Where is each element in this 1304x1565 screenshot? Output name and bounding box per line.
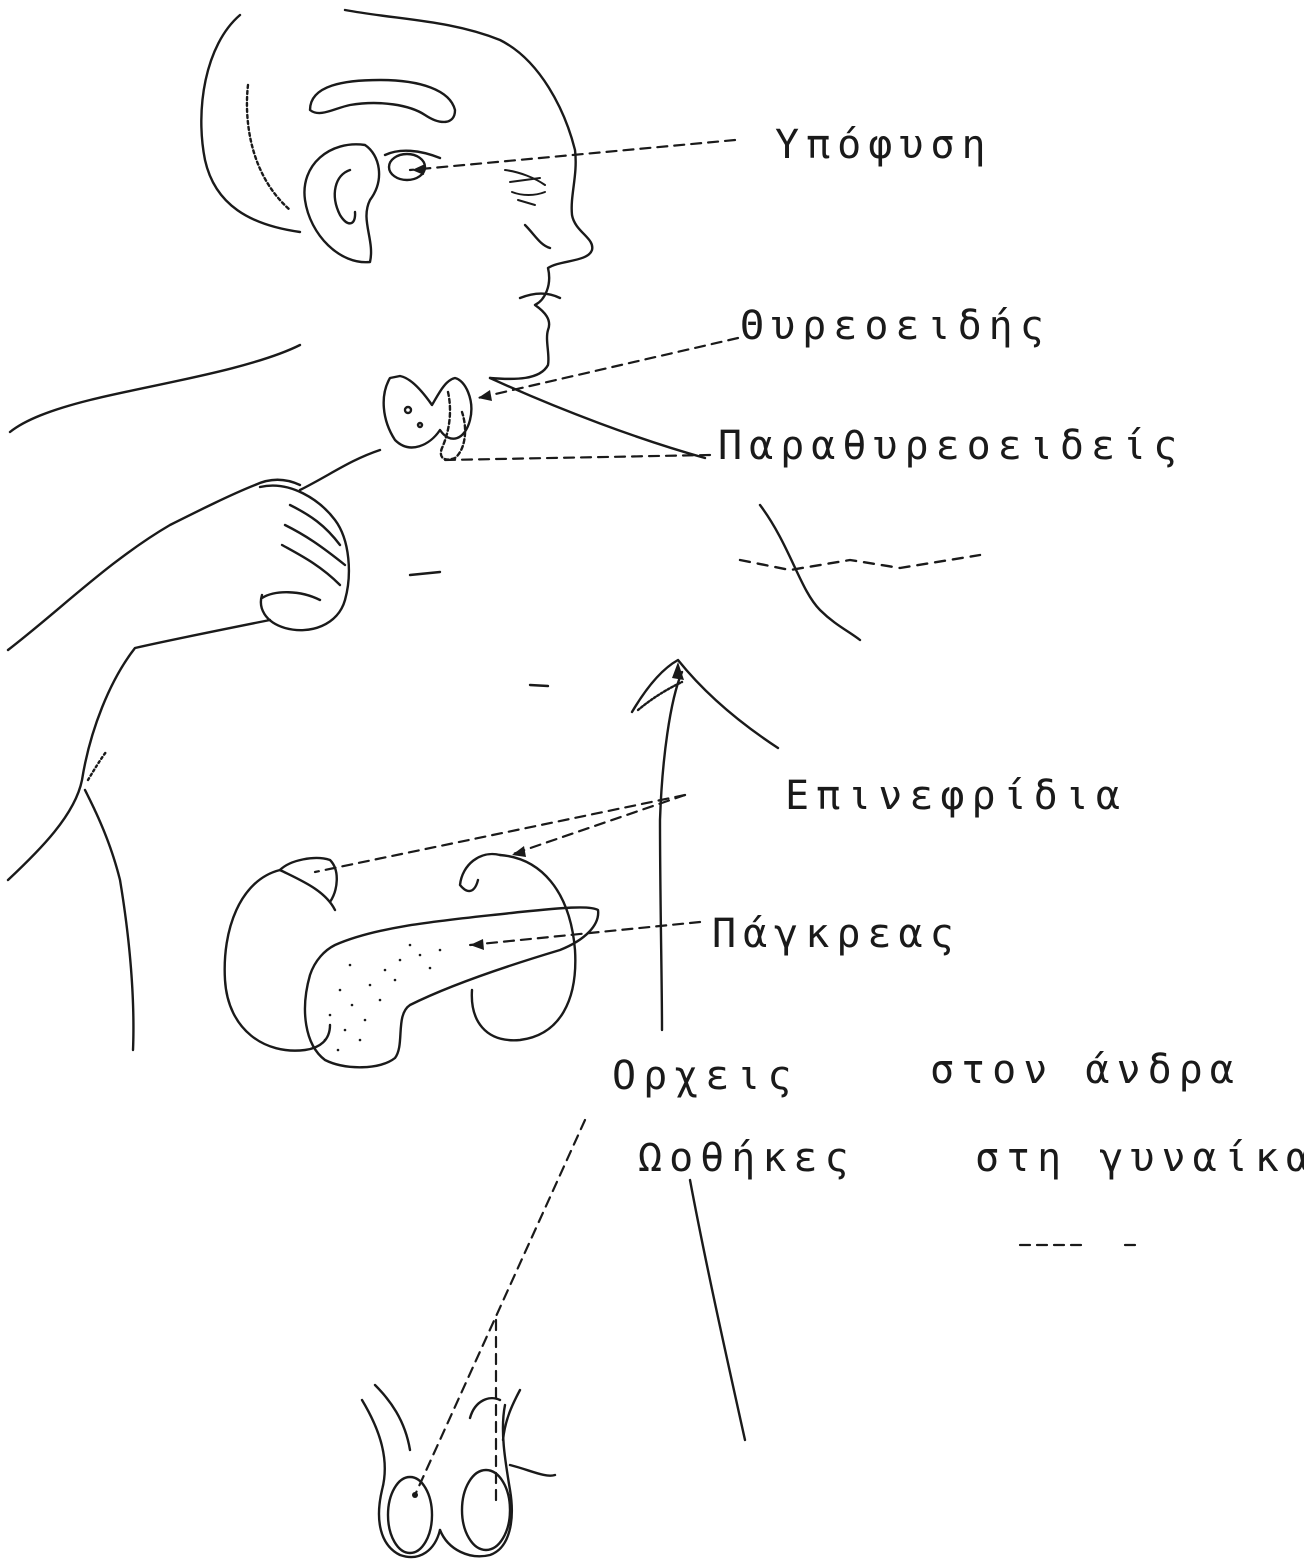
thyroid-gland bbox=[384, 376, 472, 460]
adrenal-label: Επινεφρίδια bbox=[785, 776, 1127, 816]
thyroid-arrow bbox=[478, 390, 492, 401]
brain-outline bbox=[310, 80, 455, 122]
solid-leaders bbox=[490, 378, 745, 1440]
pituitary-label: Υπόφυση bbox=[775, 125, 993, 165]
parathyroid-leader bbox=[445, 455, 710, 460]
center-line bbox=[660, 672, 682, 1030]
ear-outline bbox=[304, 144, 379, 262]
pituitary-arrow bbox=[412, 164, 425, 175]
pituitary-gland bbox=[385, 151, 440, 180]
chest-marks bbox=[410, 555, 980, 748]
in-woman-label: στη γυναίκα bbox=[975, 1138, 1304, 1178]
pancreas-arrow bbox=[470, 939, 484, 950]
eye-marks bbox=[505, 170, 545, 205]
thyroid-label: Θυρεοειδής bbox=[740, 306, 1051, 346]
pancreas-organ bbox=[305, 907, 598, 1067]
pancreas-label: Πάγκρεας bbox=[712, 914, 961, 954]
ovaries-label: Ωοθήκες bbox=[638, 1138, 856, 1178]
parathyroid-label: Παραθυρεοειδείς bbox=[718, 426, 1184, 466]
pancreas-leader bbox=[470, 922, 700, 945]
testes-label: Ορχεις bbox=[612, 1056, 799, 1096]
head-outline bbox=[201, 10, 592, 490]
in-man-label: στον άνδρα bbox=[930, 1050, 1241, 1090]
adrenal-leader-2 bbox=[510, 795, 685, 855]
testes-dot bbox=[412, 1492, 418, 1498]
hand-outline bbox=[260, 486, 349, 631]
testes-organ bbox=[362, 1385, 555, 1557]
adrenal-arrow bbox=[512, 846, 526, 857]
left-kidney bbox=[225, 858, 337, 1051]
testes-leader-1 bbox=[415, 1120, 585, 1495]
adrenal-leader-1 bbox=[315, 795, 685, 872]
